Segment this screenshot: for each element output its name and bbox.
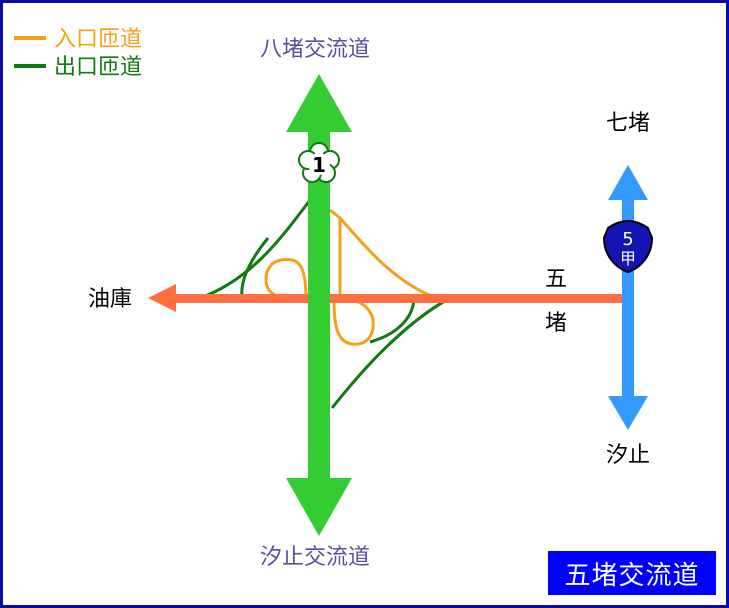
entry-ramp-east-loop	[332, 298, 375, 346]
freeway-shield-number: 1	[312, 153, 326, 177]
exit-ramp-southeast-inner	[369, 299, 416, 344]
crossroad-arrow	[148, 284, 625, 312]
exit-ramp-southeast	[330, 296, 451, 409]
legend-entry-label: 入口匝道	[54, 27, 142, 52]
freeway-shield: 1	[298, 142, 340, 183]
west-destination: 油庫	[88, 287, 132, 312]
entry-ramp-northeast	[329, 208, 437, 300]
south-destination: 汐止交流道	[260, 545, 370, 570]
interchange-title: 五堵交流道	[548, 551, 716, 595]
freeway-arrow	[286, 74, 352, 536]
provincial-shield-suffix: 甲	[620, 249, 636, 268]
north-destination: 八堵交流道	[260, 37, 370, 62]
upper-right-destination: 七堵	[606, 111, 650, 136]
east-label-bottom: 堵	[545, 311, 567, 336]
provincial-shield-number: 5	[622, 229, 633, 250]
exit-ramps	[199, 199, 451, 409]
lower-right-destination: 汐止	[606, 443, 650, 468]
legend-exit-label: 出口匝道	[54, 55, 142, 80]
east-label-top: 五	[545, 267, 567, 292]
provincial-shield: 5 甲	[602, 220, 654, 274]
exit-ramp-northwest	[199, 199, 312, 300]
exit-ramp-northwest-inner	[240, 237, 270, 299]
